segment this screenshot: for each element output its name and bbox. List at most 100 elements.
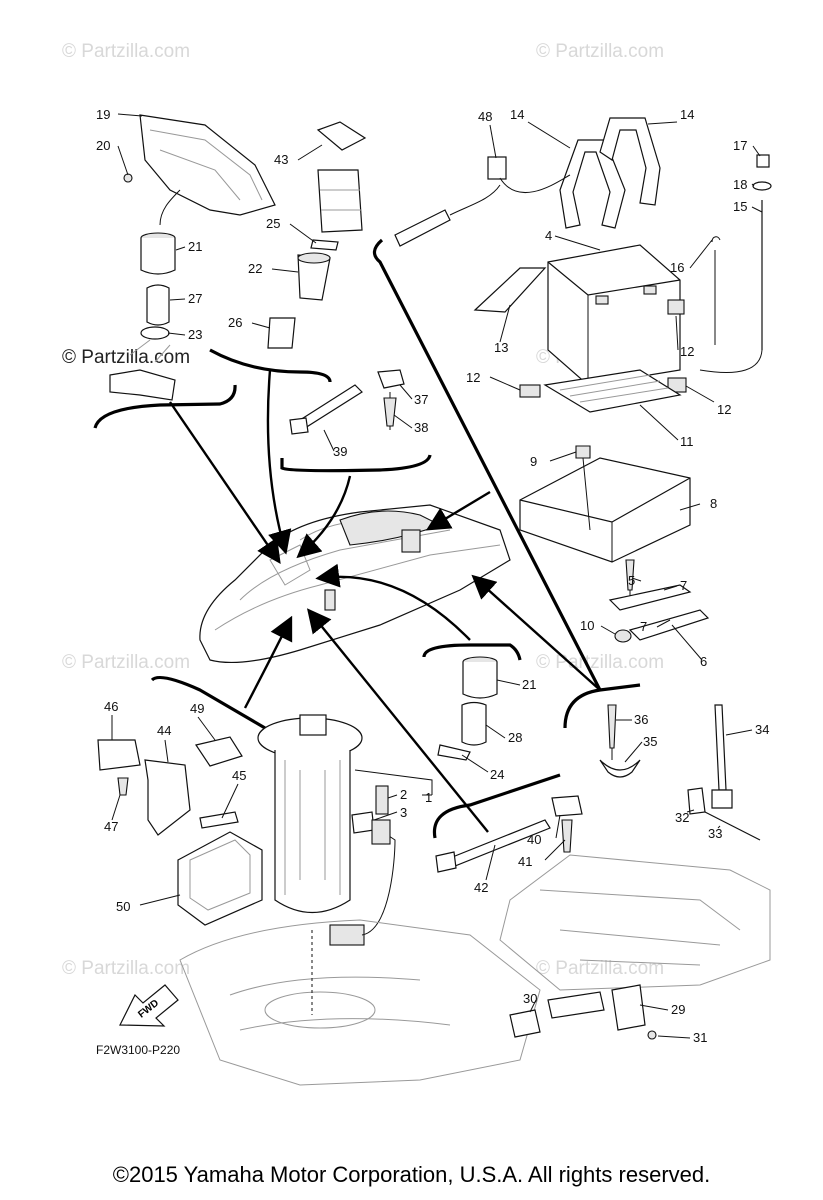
pad-12-left (519, 384, 541, 398)
callout-1: 1 (425, 790, 432, 805)
battery-mat-11 (543, 369, 682, 413)
callout-28: 28 (508, 730, 522, 745)
callout-39: 39 (333, 444, 347, 459)
callout-5: 5 (628, 573, 635, 588)
watermark-bottom-right: © Partzilla.com (536, 958, 664, 979)
bracket-29 (611, 984, 646, 1031)
callout-37: 37 (414, 392, 428, 407)
battery-box-group (519, 445, 710, 643)
fuel-pump-part-3 (351, 811, 375, 834)
cap-21-lower (462, 662, 498, 699)
callout-38: 38 (414, 420, 428, 435)
callout-17: 17 (733, 138, 747, 153)
callout-32: 32 (675, 810, 689, 825)
callout-46: 46 (104, 699, 118, 714)
clamp-24 (437, 744, 471, 761)
sensor-group-29-31 (509, 984, 657, 1040)
meter-assembly-group (109, 114, 276, 401)
ecu-50 (177, 831, 263, 926)
clip-25 (310, 239, 339, 251)
tie-band-39 (299, 384, 363, 429)
bolt-5 (625, 559, 635, 591)
callout-labels: 19 20 43 25 21 22 27 26 23 48 14 14 4 17… (96, 107, 769, 1045)
callout-22: 22 (248, 261, 262, 276)
callout-49: 49 (190, 701, 204, 716)
stay-7 (608, 584, 692, 611)
bracket-43 (316, 121, 367, 151)
callout-30: 30 (523, 991, 537, 1006)
battery-strap-right (599, 117, 661, 206)
bolt-9 (575, 445, 591, 459)
group-bracket-filler (209, 348, 332, 383)
group-bracket-36 (563, 683, 641, 729)
fwd-arrow-shape (119, 984, 179, 1027)
bracket-46 (97, 739, 141, 771)
sensor-48 (487, 156, 507, 180)
pad-12-right (667, 299, 685, 315)
watermark-mid-left: © Partzilla.com (62, 347, 190, 368)
callout-2: 2 (400, 787, 407, 802)
sensor-45 (199, 811, 239, 829)
callout-14-right: 14 (680, 107, 694, 122)
deck-outline-lower-right (499, 854, 771, 991)
callout-34: 34 (755, 722, 769, 737)
group-bracket-battery (372, 238, 602, 691)
callout-45: 45 (232, 768, 246, 783)
battery-group (394, 117, 772, 413)
pad-12-right-lower (667, 377, 687, 393)
cap-17 (756, 154, 770, 168)
callout-7-lower: 7 (640, 619, 647, 634)
rivet-41 (561, 819, 573, 853)
filler-tube-group (437, 656, 498, 761)
forward-arrow: FWD (119, 984, 179, 1027)
watermark-lower-left: © Partzilla.com (62, 652, 190, 673)
callout-25: 25 (266, 216, 280, 231)
rivet-36 (607, 704, 617, 749)
watermark-bottom-left: © Partzilla.com (62, 958, 190, 979)
watermark-top-right: © Partzilla.com (536, 41, 664, 62)
callout-24: 24 (490, 767, 504, 782)
plate-13 (473, 267, 547, 313)
sensor-body (547, 991, 605, 1019)
hose-28 (461, 701, 487, 746)
callout-21: 21 (188, 239, 202, 254)
callout-6: 6 (700, 654, 707, 669)
fuel-filler-group (267, 121, 367, 349)
rivet-38 (383, 397, 397, 427)
callout-35: 35 (643, 734, 657, 749)
filler-cap-21 (140, 238, 176, 275)
screw-31 (647, 1030, 657, 1040)
callout-36: 36 (634, 712, 648, 727)
group-bracket-46 (150, 676, 266, 730)
fuel-pump-part-2 (375, 785, 389, 815)
meter-unit (139, 114, 276, 216)
watercraft-hull (199, 504, 511, 664)
callout-21-lower: 21 (522, 677, 536, 692)
callout-26: 26 (228, 315, 242, 330)
callout-4: 4 (545, 228, 552, 243)
callout-19: 19 (96, 107, 110, 122)
screw-47 (117, 777, 129, 796)
callout-42: 42 (474, 880, 488, 895)
callout-27: 27 (188, 291, 202, 306)
nut-10 (614, 629, 632, 643)
callout-20: 20 (96, 138, 110, 153)
callout-31: 31 (693, 1030, 707, 1045)
group-bracket-39 (280, 454, 432, 473)
pin-33 (704, 811, 761, 841)
callout-11: 11 (680, 434, 694, 449)
callout-12-lower: 12 (717, 402, 731, 417)
tie-band-34 (714, 704, 727, 791)
callout-18: 18 (733, 177, 747, 192)
battery-strap-left (559, 139, 626, 229)
location-arrows (169, 369, 601, 833)
clamp-35 (599, 759, 641, 778)
watermark-top-left: © Partzilla.com (62, 41, 190, 62)
callout-7-upper: 7 (680, 578, 687, 593)
bracket-44 (144, 759, 191, 836)
callout-43: 43 (274, 152, 288, 167)
callout-3: 3 (400, 805, 407, 820)
fastener-group-lower-right (435, 704, 761, 873)
callout-8: 8 (710, 496, 717, 511)
